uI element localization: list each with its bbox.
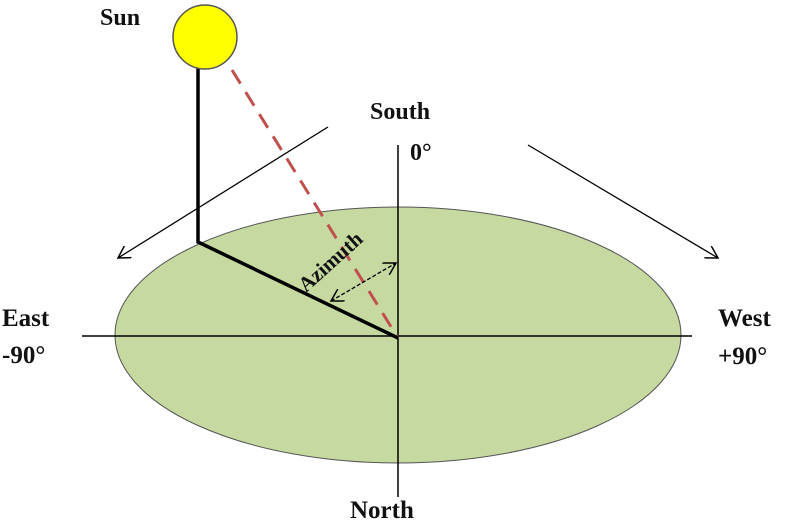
south-label: South [370,99,430,125]
west-label: West [718,305,771,332]
west-angle-label: +90° [718,343,767,370]
sun-label: Sun [100,5,140,31]
rotation-arrow-left [118,126,329,258]
rotation-arrow-right [527,144,718,258]
azimuth-angle-arrow [331,263,396,301]
sun-pole-and-shadow [196,68,399,340]
east-label: East [2,305,50,332]
east-angle-label: -90° [2,342,45,369]
north-label: North [350,497,414,523]
south-angle-label: 0° [410,140,432,166]
sun-icon [172,4,238,70]
